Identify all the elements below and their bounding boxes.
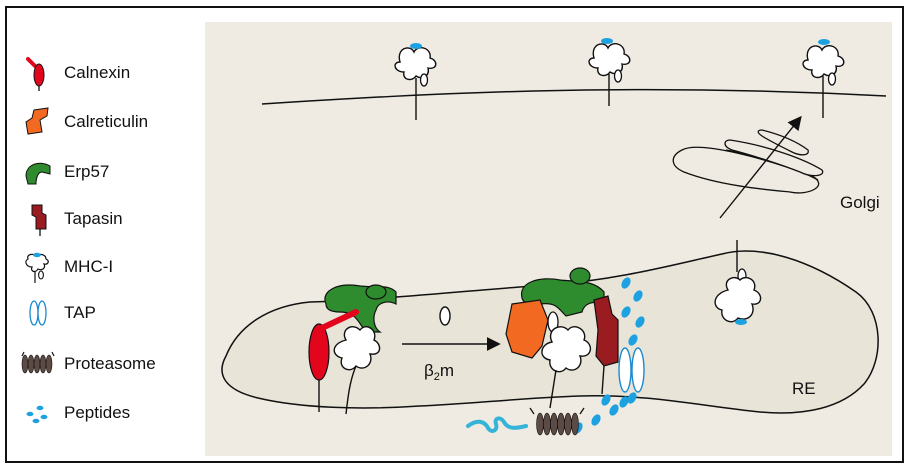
tap-transporter-a — [619, 348, 631, 392]
golgi-label: Golgi — [840, 193, 880, 212]
beta2m-label: β2m — [424, 361, 454, 383]
plasma-membrane — [262, 90, 886, 104]
surface-mhc-2 — [589, 38, 630, 106]
tap-transporter-b — [632, 348, 644, 392]
surface-mhc-3 — [803, 39, 844, 118]
proteasome — [468, 408, 584, 435]
er-label: RE — [792, 379, 816, 398]
beta2m-subunit — [440, 307, 450, 325]
surface-mhc-1 — [395, 43, 436, 120]
